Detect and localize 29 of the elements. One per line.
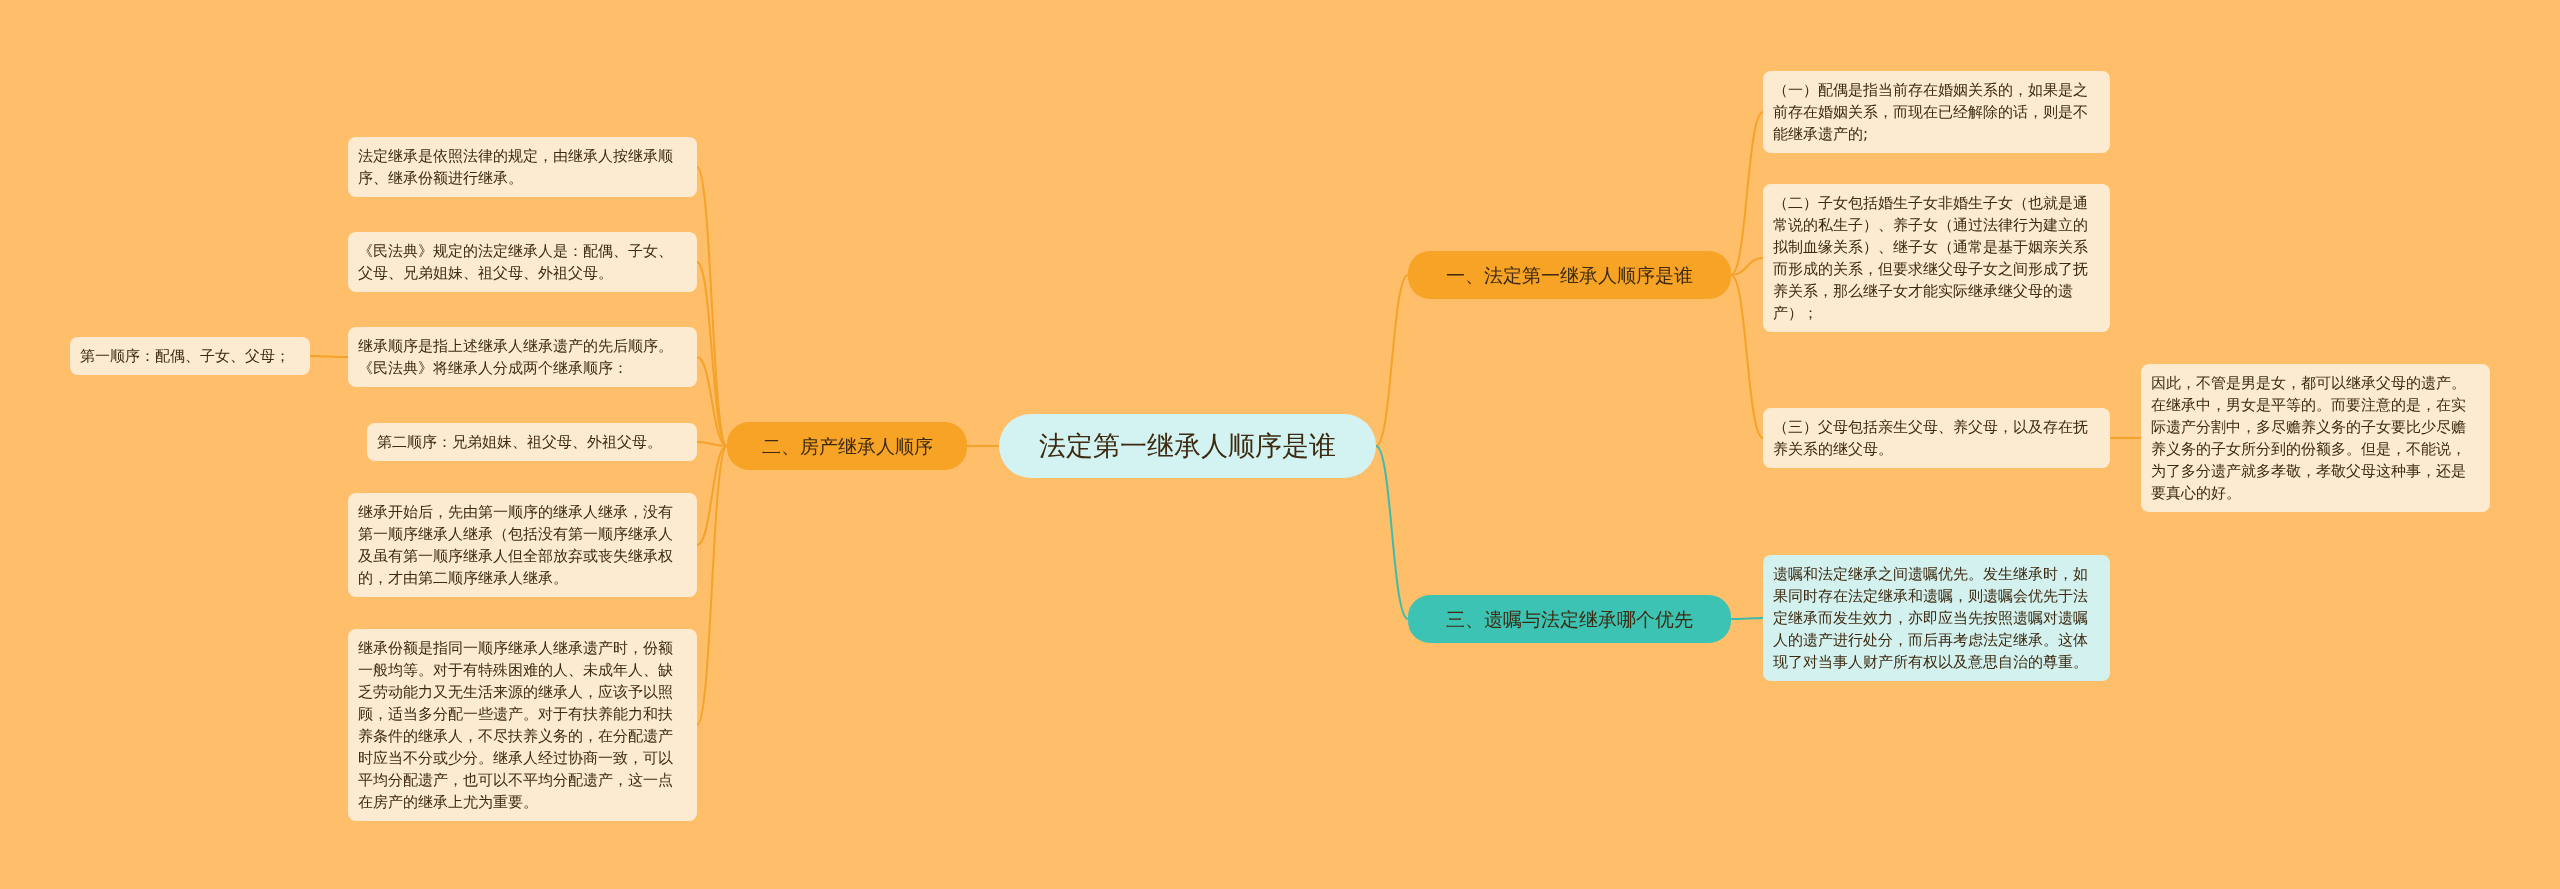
connector-line: [696, 445, 728, 726]
branch-topic: 三、遗嘱与法定继承哪个优先: [1408, 595, 1731, 643]
note-card: 第一顺序：配偶、子女、父母；: [70, 337, 310, 375]
connector-line: [1730, 617, 1764, 620]
connector-line: [1375, 274, 1409, 447]
note-card: 遗嘱和法定继承之间遗嘱优先。发生继承时，如果同时存在法定继承和遗嘱，则遗嘱会优先于法定继承而发生效力，亦即应当先按照遗嘱对遗嘱人的遗产进行处分，而后再考虑法定继承。这体现了对当事人财产所有权以及意思自治的尊重。: [1763, 555, 2110, 681]
note-card: 继承开始后，先由第一顺序的继承人继承，没有第一顺序继承人继承（包括没有第一顺序继承人及虽有第一顺序继承人但全部放弃或丧失继承权的，才由第二顺序继承人继承。: [348, 493, 697, 597]
note-card: 继承顺序是指上述继承人继承遗产的先后顺序。《民法典》将继承人分成两个继承顺序：: [348, 327, 697, 387]
central-topic: 法定第一继承人顺序是谁: [999, 414, 1376, 478]
note-card: （一）配偶是指当前存在婚姻关系的，如果是之前存在婚姻关系，而现在已经解除的话，则是不能继承遗产的;: [1763, 71, 2110, 153]
branch-topic: 一、法定第一继承人顺序是谁: [1408, 251, 1731, 299]
connector-line: [696, 166, 728, 447]
note-card: 因此，不管是男是女，都可以继承父母的遗产。在继承中，男女是平等的。而要注意的是，在实际遗产分割中，多尽赡养义务的子女要比少尽赡养义务的子女所分到的份额多。但是，不能说，为了多分遗产就多孝敬，孝敬父母这种事，还是要真心的好。: [2141, 364, 2490, 512]
note-card: （二）子女包括婚生子女非婚生子女（也就是通常说的私生子）、养子女（通过法律行为建立的拟制血缘关系）、继子女（通常是基于姻亲关系而形成的关系，但要求继父母子女之间形成了抚养关系，那么继子女才能实际继承继父母的遗产）；: [1763, 184, 2110, 332]
connector-line: [2109, 437, 2142, 439]
connector-line: [1730, 257, 1764, 276]
note-card: 继承份额是指同一顺序继承人继承遗产时，份额一般均等。对于有特殊困难的人、未成年人、缺乏劳动能力又无生活来源的继承人，应该予以照顾，适当多分配一些遗产。对于有扶养能力和扶养条件的继承人，不尽扶养义务的，在分配遗产时应当不分或少分。继承人经过协商一致，可以平均分配遗产，也可以不平均分配遗产，这一点在房产的继承上尤为重要。: [348, 629, 697, 821]
branch-topic: 二、房产继承人顺序: [727, 422, 967, 470]
connector-line: [309, 355, 349, 358]
connector-line: [1730, 274, 1764, 439]
connector-line: [966, 445, 1000, 447]
connector-line: [696, 445, 728, 546]
note-card: 第二顺序：兄弟姐妹、祖父母、外祖父母。: [367, 423, 697, 461]
note-card: 《民法典》规定的法定继承人是：配偶、子女、父母、兄弟姐妹、祖父母、外祖父母。: [348, 232, 697, 292]
connector-line: [1730, 111, 1764, 276]
note-card: （三）父母包括亲生父母、养父母，以及存在抚养关系的继父母。: [1763, 408, 2110, 468]
note-card: 法定继承是依照法律的规定，由继承人按继承顺序、继承份额进行继承。: [348, 137, 697, 197]
connector-line: [1375, 445, 1409, 620]
connector-line: [696, 261, 728, 447]
